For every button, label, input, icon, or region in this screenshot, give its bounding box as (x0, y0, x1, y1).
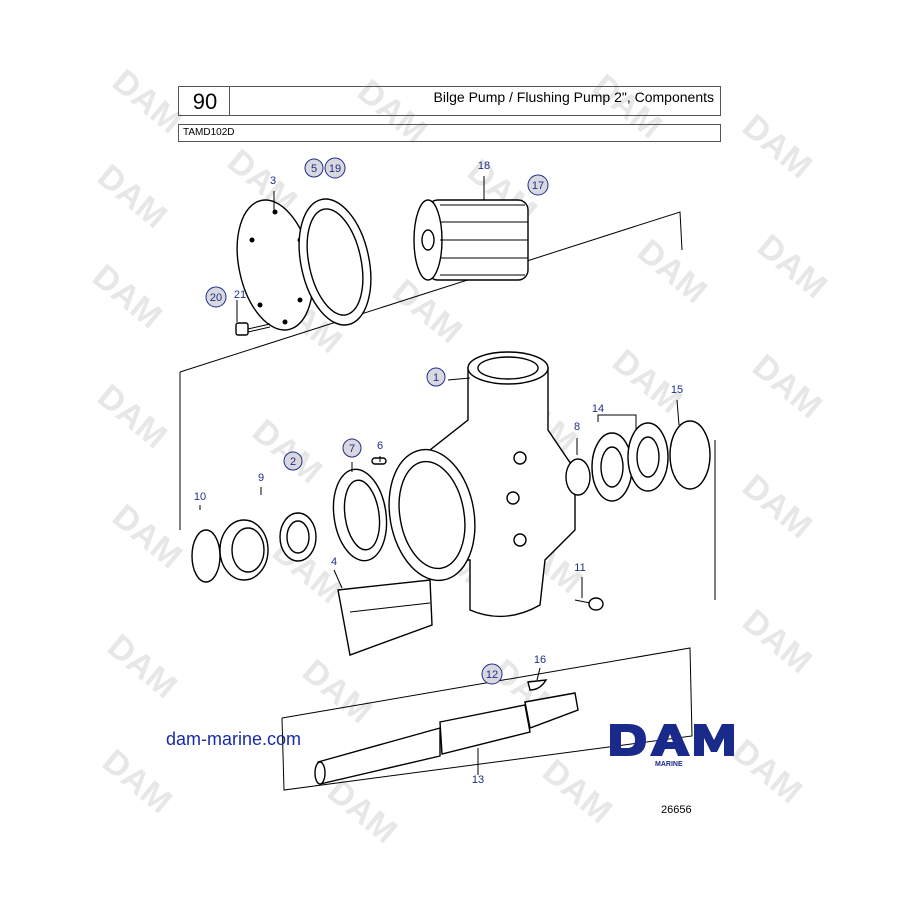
callout-3: 3 (270, 175, 276, 187)
callout-19: 19 (324, 157, 346, 179)
section-number: 90 (192, 89, 218, 114)
svg-text:7: 7 (349, 443, 355, 455)
svg-text:14: 14 (592, 403, 604, 415)
pump-housing (388, 351, 576, 618)
svg-text:8: 8 (574, 421, 580, 433)
callout-17: 17 (527, 174, 549, 196)
engine-model: TAMD102D (183, 127, 235, 138)
svg-text:10: 10 (194, 491, 206, 503)
pump-shaft (314, 692, 579, 785)
website-link[interactable]: dam-marine.com (166, 729, 302, 749)
svg-text:18: 18 (478, 160, 490, 172)
callout-12: 12 (481, 663, 503, 685)
callout-16: 16 (534, 654, 546, 666)
title-box: Bilge Pump / Flushing Pump 2", Component… (229, 86, 721, 116)
svg-text:6: 6 (377, 440, 383, 452)
svg-text:21: 21 (234, 289, 246, 301)
svg-text:11: 11 (574, 562, 585, 574)
shaft-seal (219, 512, 317, 581)
circlip-right (669, 420, 711, 490)
cover-bolt (235, 322, 271, 336)
callout-14: 14 (592, 403, 604, 415)
svg-text:17: 17 (532, 180, 544, 192)
callout-21: 21 (234, 289, 246, 301)
woodruff-key (527, 679, 548, 691)
svg-text:12: 12 (486, 669, 498, 681)
leader-lines (199, 176, 680, 775)
callout-4: 4 (331, 556, 337, 568)
dam-logo (610, 724, 734, 756)
svg-text:1: 1 (433, 372, 439, 384)
svg-text:20: 20 (210, 292, 222, 304)
svg-text:16: 16 (534, 654, 546, 666)
callout-2: 2 (283, 451, 303, 471)
impeller (413, 199, 529, 281)
model-box: TAMD102D (178, 124, 721, 142)
callout-18: 18 (478, 160, 490, 172)
washer (565, 458, 591, 496)
ball-bearings (591, 422, 669, 502)
section-number-box: 90 (178, 86, 230, 116)
callout-8: 8 (574, 421, 580, 433)
callout-7: 7 (342, 438, 362, 458)
figure-id: 26656 (661, 804, 692, 816)
cover-gasket (298, 198, 372, 326)
svg-text:3: 3 (270, 175, 276, 187)
callout-13: 13 (472, 774, 484, 786)
circlip-left (191, 529, 221, 583)
plug-screw (574, 597, 604, 611)
callout-9: 9 (258, 472, 264, 484)
svg-text:15: 15 (671, 384, 683, 396)
svg-text:5: 5 (311, 163, 317, 175)
callout-6: 6 (377, 440, 383, 452)
callout-10: 10 (194, 491, 206, 503)
wear-plate (332, 457, 388, 562)
page-title: Bilge Pump / Flushing Pump 2", Component… (433, 89, 714, 105)
cam (337, 579, 433, 656)
svg-text:19: 19 (329, 163, 341, 175)
svg-text:9: 9 (258, 472, 264, 484)
callout-5: 5 (304, 158, 324, 178)
callout-20: 20 (205, 286, 227, 308)
svg-text:2: 2 (290, 456, 296, 468)
svg-text:4: 4 (331, 556, 337, 568)
callout-15: 15 (671, 384, 683, 396)
svg-text:13: 13 (472, 774, 484, 786)
shaft-outline (281, 647, 693, 791)
callout-1: 1 (426, 367, 446, 387)
callout-11: 11 (574, 562, 585, 574)
logo-subtext: MARINE (655, 761, 683, 768)
